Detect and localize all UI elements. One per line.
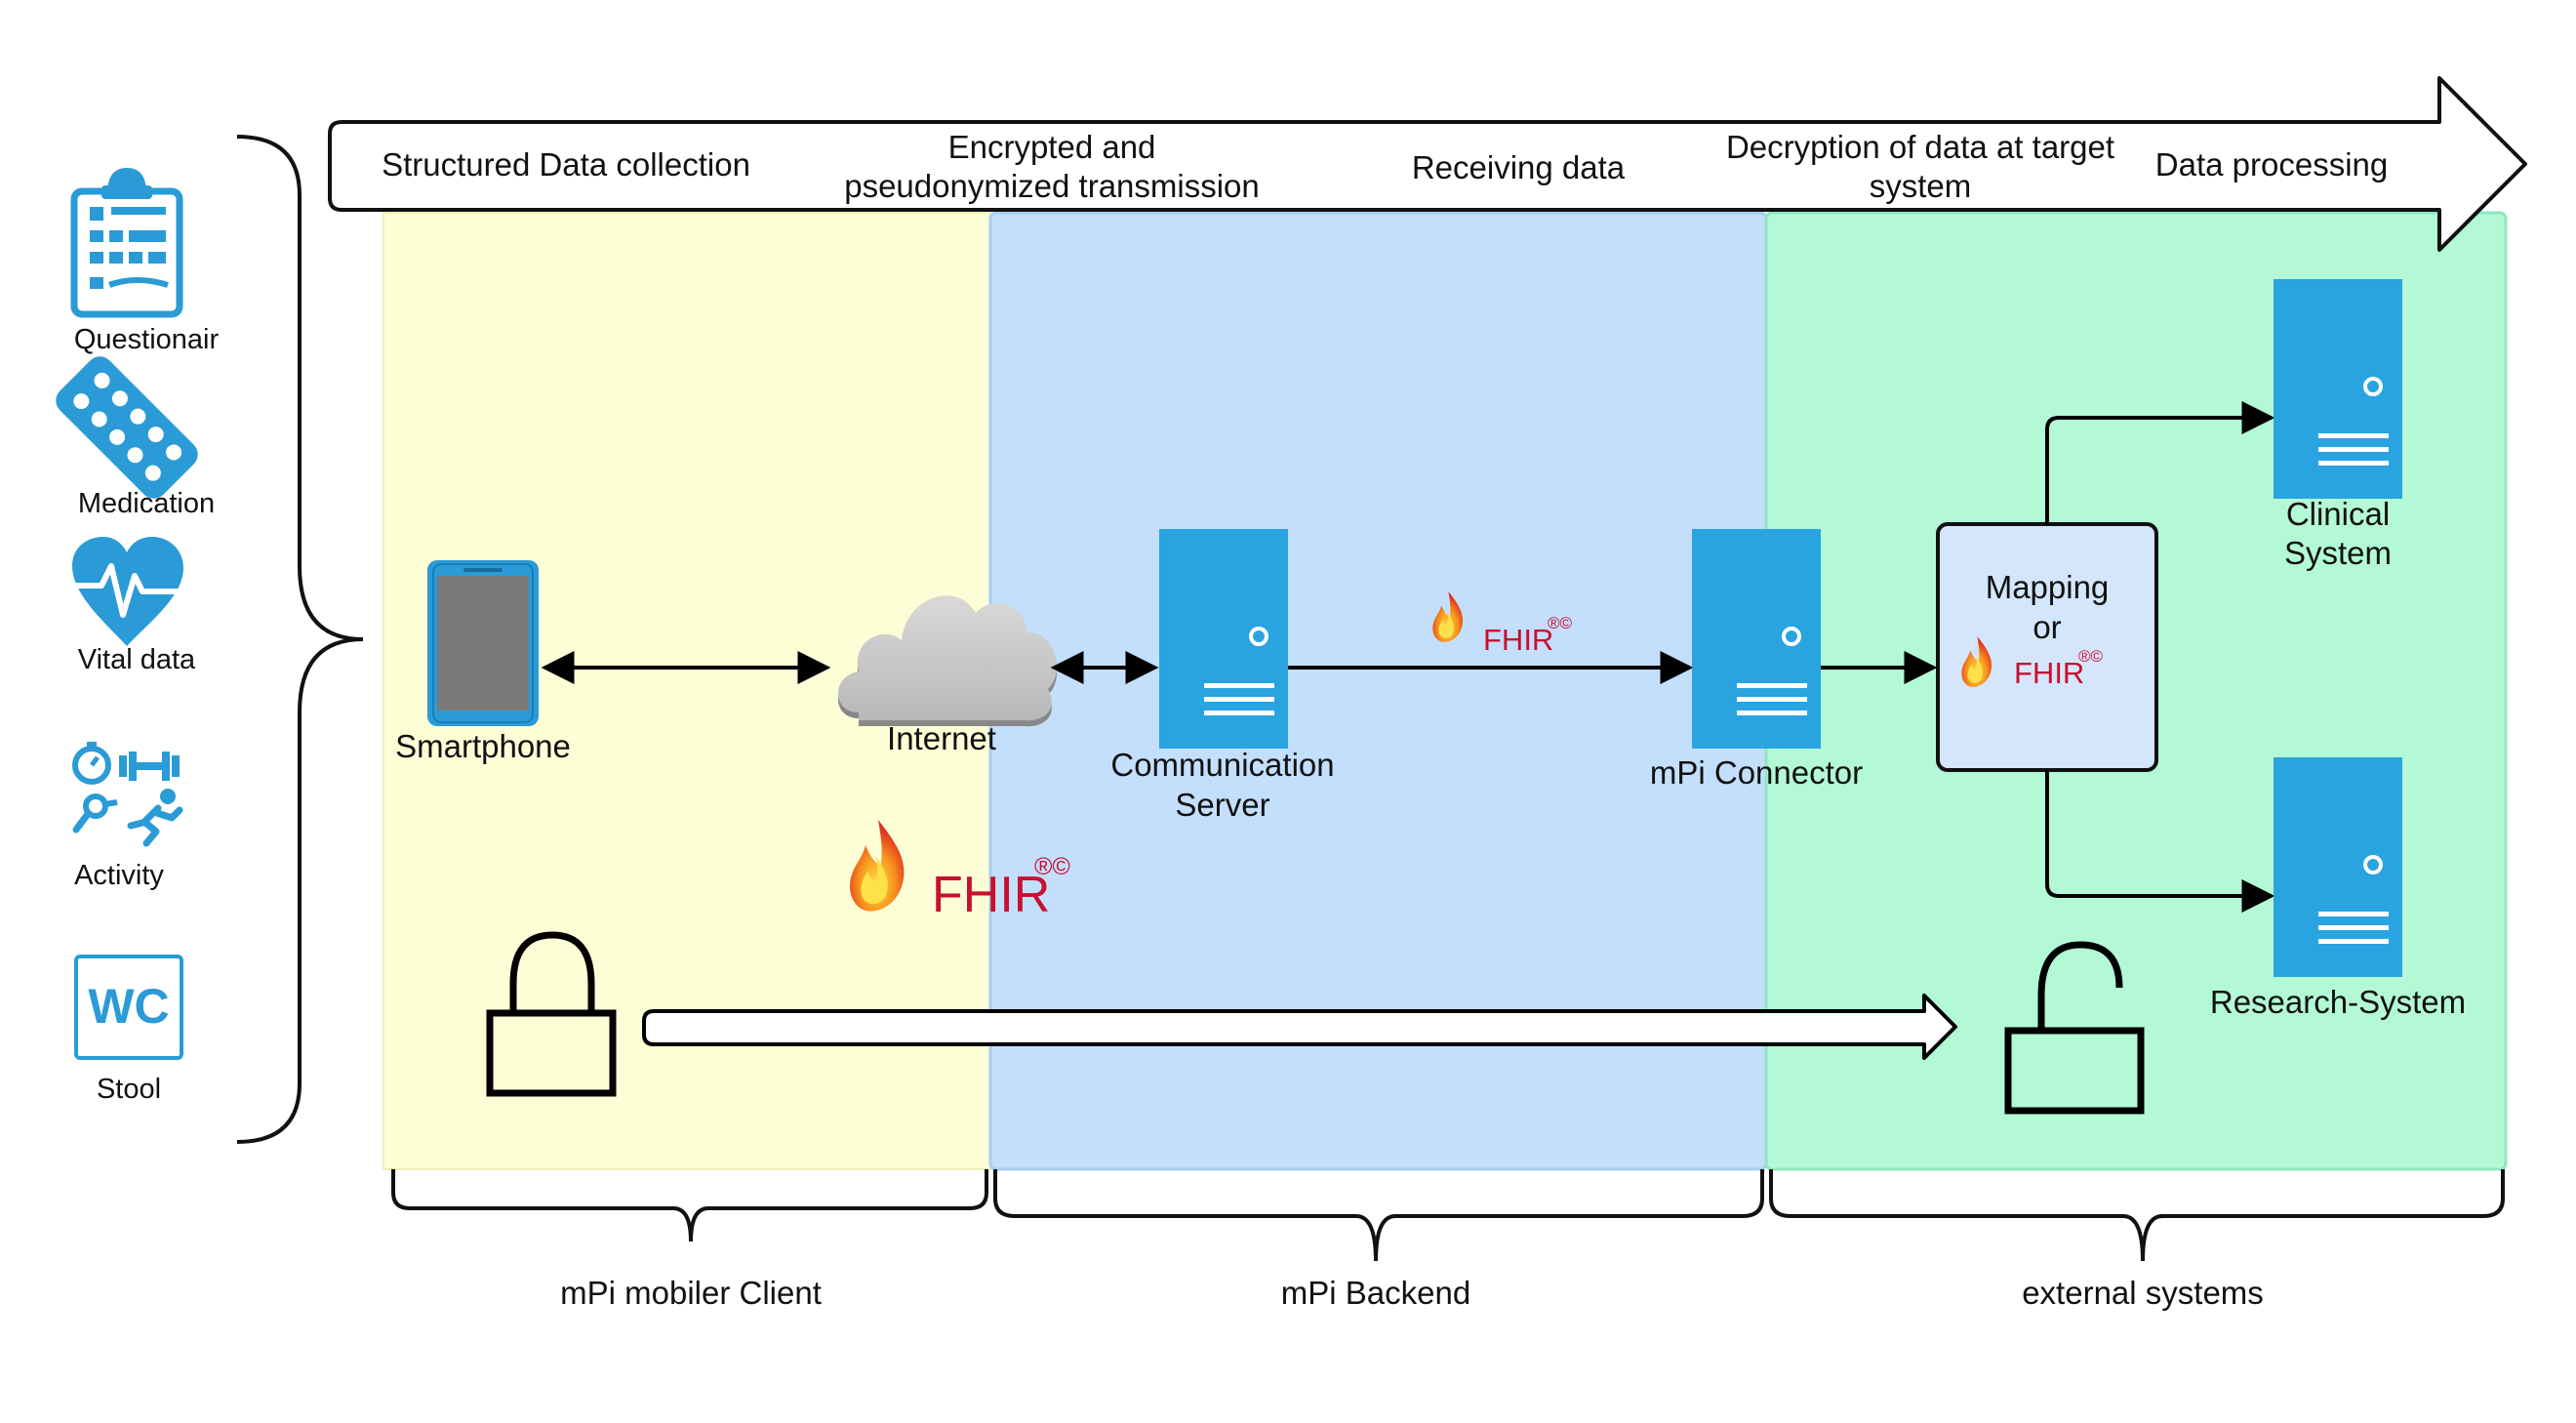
communication-server-icon <box>1157 527 1290 751</box>
process-arrow <box>328 76 2527 252</box>
source-label-vital-data: Vital data <box>78 644 196 675</box>
node-smartphone: Smartphone <box>395 728 571 764</box>
fhir-logo-mapping: FHIR ®© <box>1961 636 2104 690</box>
node-research: Research-System <box>2210 984 2466 1020</box>
zone-label-client: mPi mobiler Client <box>560 1275 822 1311</box>
client-brace <box>391 1169 988 1242</box>
node-clinical-line1: Clinical <box>2286 496 2390 532</box>
fhir-mark-large: ®© <box>1034 853 1070 880</box>
stage-encrypted-transmission-line1: Encrypted and <box>948 129 1156 165</box>
stage-structured-data-collection: Structured Data collection <box>382 146 750 183</box>
stage-decryption-line2: system <box>1870 168 1972 204</box>
mapping-label-line1: Mapping <box>1986 569 2110 605</box>
node-internet: Internet <box>887 720 996 756</box>
arrow-mapping-research <box>2045 770 2275 913</box>
smartphone-icon <box>427 560 539 726</box>
fhir-text-transfer: FHIR <box>1483 623 1553 657</box>
node-connector: mPi Connector <box>1650 754 1863 791</box>
source-label-questionair: Questionair <box>74 324 220 355</box>
backend-brace <box>993 1169 1764 1262</box>
arrow-mapping-clinical <box>2045 401 2275 524</box>
stage-encrypted-transmission-line2: pseudonymized transmission <box>844 168 1260 204</box>
fhir-text-large: FHIR <box>932 867 1050 923</box>
data-sources-brace <box>236 135 364 1144</box>
source-label-medication: Medication <box>78 488 215 519</box>
cloud-icon <box>838 595 1057 727</box>
mapping-label-line2: or <box>2033 609 2061 645</box>
clinical-server-icon <box>2272 277 2404 501</box>
node-communication-line2: Server <box>1175 787 1269 823</box>
wc-icon: WC <box>74 955 183 1060</box>
stage-receiving-data: Receiving data <box>1412 149 1626 185</box>
fhir-mark-mapping: ®© <box>2078 647 2104 666</box>
fhir-text-mapping: FHIR <box>2014 656 2084 690</box>
source-label-stool: Stool <box>97 1074 161 1105</box>
encryption-transport-arrow <box>642 994 1957 1060</box>
clipboard-icon <box>70 168 183 318</box>
zone-label-backend: mPi Backend <box>1281 1275 1470 1311</box>
zone-label-external: external systems <box>2022 1275 2264 1311</box>
mapping-box <box>1936 522 2158 772</box>
node-clinical-line2: System <box>2284 535 2392 571</box>
fhir-logo-large: FHIR ®© <box>849 820 1070 923</box>
connector-server-icon <box>1690 527 1823 751</box>
fhir-logo-transfer: FHIR ®© <box>1432 591 1573 657</box>
heart-pulse-icon <box>72 537 183 646</box>
activity-icon <box>72 742 183 847</box>
lock-closed-icon <box>486 931 617 1097</box>
node-communication-line1: Communication <box>1110 747 1334 783</box>
external-brace <box>1769 1169 2505 1262</box>
research-server-icon <box>2272 755 2404 979</box>
pills-icon <box>56 356 198 499</box>
stage-data-processing: Data processing <box>2155 146 2388 183</box>
lock-open-icon <box>2004 941 2145 1115</box>
fhir-mark-transfer: ®© <box>1548 614 1573 632</box>
stage-decryption-line1: Decryption of data at target <box>1726 129 2114 165</box>
source-label-activity: Activity <box>74 860 164 891</box>
wc-text: WC <box>88 979 169 1034</box>
